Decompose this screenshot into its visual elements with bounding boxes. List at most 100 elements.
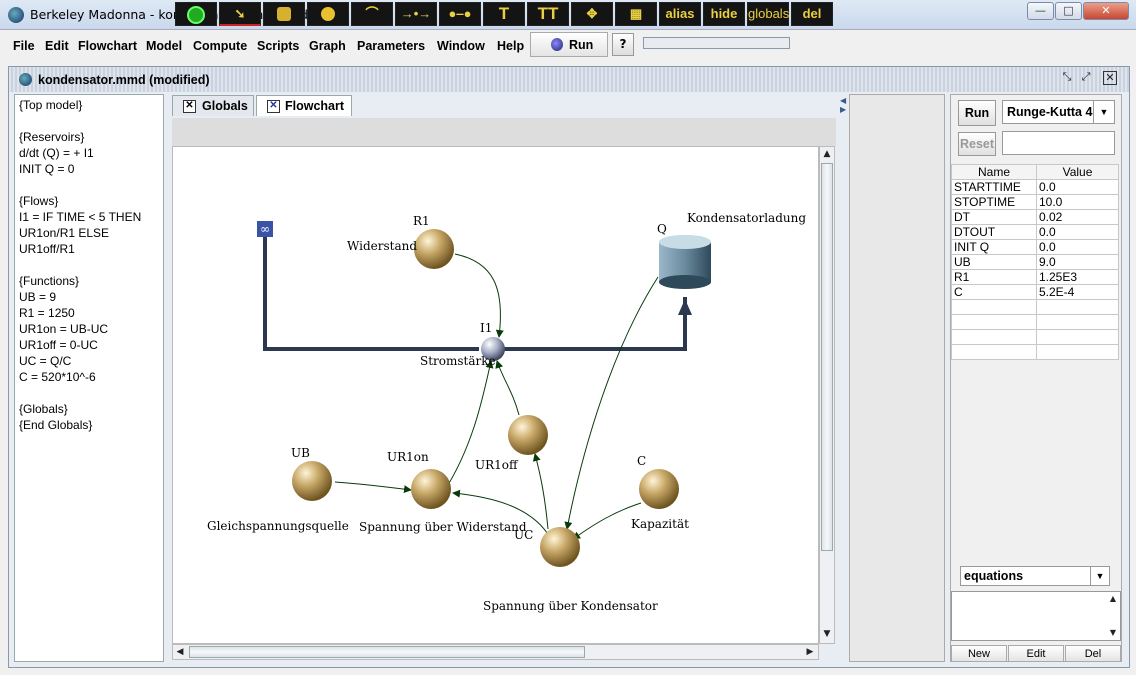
chevron-down-icon[interactable]: ▼ <box>1090 567 1109 585</box>
param-value[interactable]: 0.02 <box>1036 209 1119 225</box>
view-select[interactable]: equations ▼ <box>960 566 1110 586</box>
flow-tool-icon[interactable]: →•→ <box>395 2 437 26</box>
panel-run-button[interactable]: Run <box>958 100 996 126</box>
arrow-tool-icon[interactable]: ➘ <box>219 2 261 26</box>
graph-strip[interactable] <box>849 94 945 662</box>
horizontal-scroll-thumb[interactable] <box>189 646 585 658</box>
menu-window[interactable]: Window <box>437 39 485 53</box>
flowchart-canvas[interactable]: ∞ R1 Widerstand Q Kondensatorladung I1 S… <box>172 146 819 644</box>
scroll-down-icon[interactable]: ▼ <box>1109 628 1117 637</box>
menu-flowchart[interactable]: Flowchart <box>78 39 138 53</box>
menu-compute[interactable]: Compute <box>193 39 248 53</box>
table-row[interactable] <box>951 344 1119 360</box>
reservoir-tool-icon[interactable] <box>263 2 305 26</box>
param-value[interactable]: 10.0 <box>1036 194 1119 210</box>
tab-close-icon[interactable]: ✕ <box>267 100 280 113</box>
equations-pane[interactable]: {Top model} {Reservoirs} d/dt (Q) = + I1… <box>14 94 164 662</box>
param-value[interactable]: 5.2E-4 <box>1036 284 1119 300</box>
param-value[interactable]: 0.0 <box>1036 224 1119 240</box>
scroll-left-icon[interactable]: ◀ <box>176 647 184 657</box>
reset-button[interactable]: Reset <box>958 132 996 156</box>
vertical-scroll-thumb[interactable] <box>821 163 833 551</box>
scroll-down-icon[interactable]: ▼ <box>823 629 831 639</box>
menu-graph[interactable]: Graph <box>309 39 346 53</box>
scroll-up-icon[interactable]: ▲ <box>823 149 831 159</box>
method-select[interactable]: Runge-Kutta 4 ▼ <box>1002 100 1115 124</box>
infinity-source[interactable] <box>257 221 273 237</box>
text-tool[interactable]: T <box>483 2 525 26</box>
converter-ur1off[interactable] <box>508 415 548 455</box>
reservoir-q[interactable] <box>659 235 711 289</box>
run-button[interactable]: Run <box>530 32 608 57</box>
formula-tool-icon[interactable] <box>307 2 349 26</box>
param-value[interactable]: 1.25E3 <box>1036 269 1119 285</box>
converter-ur1on[interactable] <box>411 469 451 509</box>
param-value[interactable] <box>1036 314 1119 330</box>
chevron-down-icon[interactable]: ▼ <box>1093 101 1114 123</box>
new-button[interactable]: New <box>951 645 1007 662</box>
menu-scripts[interactable]: Scripts <box>257 39 300 53</box>
param-value[interactable]: 0.0 <box>1036 179 1119 195</box>
close-button[interactable]: ✕ <box>1083 2 1129 20</box>
param-value[interactable] <box>1036 329 1119 345</box>
flowchart-svg[interactable]: ∞ R1 Widerstand Q Kondensatorladung I1 S… <box>173 147 818 643</box>
param-name: STARTTIME <box>951 179 1037 195</box>
globals-tool[interactable]: globals <box>747 2 789 26</box>
vertical-scrollbar[interactable]: ▲ ▼ <box>819 146 835 644</box>
param-value[interactable]: 0.0 <box>1036 239 1119 255</box>
converter-r1[interactable] <box>414 229 454 269</box>
table-row[interactable] <box>951 314 1119 330</box>
menu-help[interactable]: Help <box>497 39 525 53</box>
converter-flow-tool-icon[interactable]: ●‒● <box>439 2 481 26</box>
horizontal-scrollbar[interactable]: ◀ ▶ <box>172 644 819 660</box>
tab-globals[interactable]: ✕ Globals <box>172 95 254 116</box>
menu-file[interactable]: File <box>13 39 35 53</box>
converter-ub[interactable] <box>292 461 332 501</box>
help-button[interactable]: ? <box>612 33 634 56</box>
minimize-button[interactable]: — <box>1027 2 1054 20</box>
param-value[interactable] <box>1036 344 1119 360</box>
big-text-tool[interactable]: TT <box>527 2 569 26</box>
del-tool[interactable]: del <box>791 2 833 26</box>
table-tool-icon[interactable]: ▦ <box>615 2 657 26</box>
value-input[interactable] <box>1002 131 1115 155</box>
menu-edit[interactable]: Edit <box>45 39 69 53</box>
column-header-name: Name <box>951 164 1037 180</box>
node-label-uc: UC <box>514 528 533 542</box>
scroll-right-icon[interactable]: ▶ <box>806 647 814 657</box>
notes-textarea[interactable]: ▲ ▼ <box>951 591 1121 641</box>
param-value[interactable] <box>1036 299 1119 315</box>
tab-close-icon[interactable]: ✕ <box>183 100 196 113</box>
table-row[interactable] <box>951 299 1119 315</box>
run-tool-icon[interactable] <box>175 2 217 26</box>
arc-tool-icon[interactable]: ⌒ <box>351 2 393 26</box>
menu-parameters[interactable]: Parameters <box>357 39 426 53</box>
splitter-arrows-icon[interactable]: ◀▶ <box>840 96 847 114</box>
param-value[interactable]: 9.0 <box>1036 254 1119 270</box>
converter-uc[interactable] <box>540 527 580 567</box>
hide-tool[interactable]: hide <box>703 2 745 26</box>
del-button[interactable]: Del <box>1065 645 1121 662</box>
flow-valve-i1[interactable] <box>481 337 505 361</box>
alias-tool[interactable]: alias <box>659 2 701 26</box>
scroll-up-icon[interactable]: ▲ <box>1109 594 1117 603</box>
menu-model[interactable]: Model <box>146 39 183 53</box>
maximize-button[interactable]: □ <box>1055 2 1082 20</box>
tab-flowchart[interactable]: ✕ Flowchart <box>256 95 352 116</box>
move-tool-icon[interactable]: ✥ <box>571 2 613 26</box>
table-row[interactable] <box>951 329 1119 345</box>
close-icon[interactable]: ✕ <box>1103 71 1117 85</box>
converter-c[interactable] <box>639 469 679 509</box>
restore-icon[interactable]: ⤡ <box>1062 70 1072 83</box>
maximize-icon[interactable]: ⤢ <box>1081 70 1091 83</box>
edit-button[interactable]: Edit <box>1008 645 1064 662</box>
